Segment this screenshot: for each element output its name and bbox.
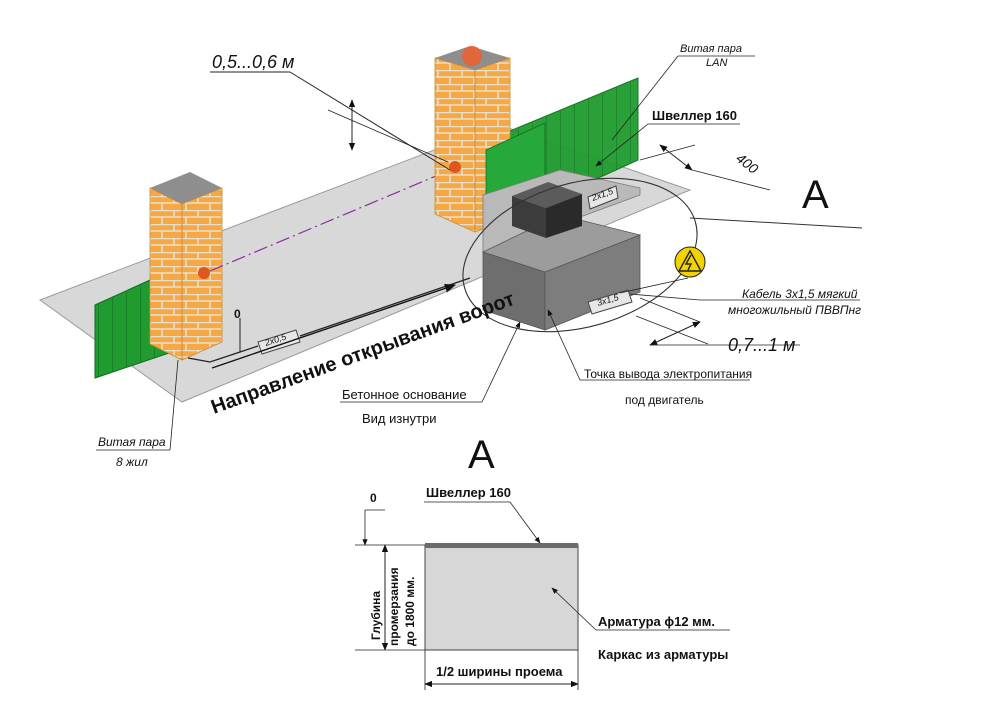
svg-text:LAN: LAN <box>706 57 727 69</box>
section-a-channel <box>425 543 578 548</box>
svg-text:Арматура ϕ12 мм.: Арматура ϕ12 мм. <box>598 614 715 629</box>
high-voltage-warning-icon <box>674 246 706 278</box>
photocell-beam <box>209 167 456 272</box>
svg-text:Вид изнутри: Вид изнутри <box>362 411 436 426</box>
section-marker: A <box>802 173 829 217</box>
dimension-0-7-1: 0,7...1 м <box>635 297 800 355</box>
svg-text:Швеллер 160: Швеллер 160 <box>426 485 511 500</box>
svg-text:под двигатель: под двигатель <box>625 393 704 407</box>
svg-text:Точка вывода электропитания: Точка вывода электропитания <box>584 367 752 381</box>
svg-text:400: 400 <box>733 150 761 177</box>
svg-text:промерзания: промерзания <box>387 567 401 646</box>
svg-text:до 1800 мм.: до 1800 мм. <box>403 577 417 646</box>
svg-text:Каркас из арматуры: Каркас из арматуры <box>598 647 728 662</box>
svg-text:8 жил: 8 жил <box>116 455 148 469</box>
section-a-block <box>424 544 579 651</box>
concrete-base-callout: Бетонное основание Вид изнутри <box>340 321 521 426</box>
sensor-right-icon <box>449 161 461 173</box>
svg-text:0: 0 <box>370 491 377 505</box>
detail-ellipse <box>462 177 698 333</box>
svg-text:Кабель 3х1,5 мягкий: Кабель 3х1,5 мягкий <box>742 287 858 301</box>
section-a-drawing: 0 Глубина промерзания до 1800 мм. Швелле… <box>355 485 730 690</box>
twisted-pair-8-callout: Витая пара 8 жил <box>96 359 179 469</box>
svg-text:Бетонное основание: Бетонное основание <box>342 387 467 402</box>
svg-text:Швеллер 160: Швеллер 160 <box>652 108 737 123</box>
svg-text:многожильный ПВВПнг: многожильный ПВВПнг <box>728 303 861 317</box>
section-a-title: A <box>468 433 495 477</box>
svg-text:0: 0 <box>234 307 241 321</box>
cable-callout: Кабель 3х1,5 мягкий многожильный ПВВПнг <box>619 277 861 317</box>
pillar-cap-icon <box>462 46 482 66</box>
height-dimension: 0,5...0,6 м <box>210 52 451 171</box>
svg-text:0,5...0,6 м: 0,5...0,6 м <box>212 52 294 72</box>
cable-route-left <box>187 277 471 363</box>
svg-text:Витая пара: Витая пара <box>98 435 166 449</box>
svg-text:0,7...1 м: 0,7...1 м <box>728 335 795 355</box>
sensor-left-icon <box>198 267 210 279</box>
svg-text:1/2 ширины проема: 1/2 ширины проема <box>436 664 563 679</box>
svg-text:Глубина: Глубина <box>369 591 383 640</box>
gate-motor <box>512 182 582 238</box>
left-brick-pillar <box>149 172 223 361</box>
power-point-callout: Точка вывода электропитания под двигател… <box>547 309 752 407</box>
svg-text:Витая пара: Витая пара <box>680 43 742 55</box>
twisted-pair-lan-callout: Витая пара LAN <box>611 43 755 141</box>
channel-callout: Швеллер 160 <box>595 108 740 167</box>
cable-tag-3x15: 3х1,5 <box>587 289 633 315</box>
